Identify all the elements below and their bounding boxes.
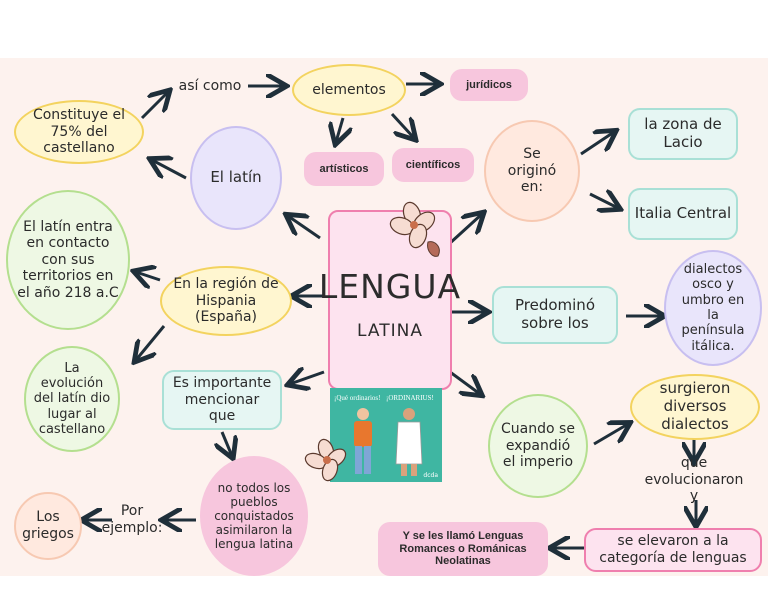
node-zona-lacio: la zona de Lacio [628,108,738,160]
comic-illustration: ¡Qué ordinarios! ¡ORDINARIUS! dcda [330,388,442,482]
node-constituye: Constituye el 75% del castellano [14,100,144,164]
node-italia-central: Italia Central [628,188,738,240]
node-artisticos: artísticos [304,152,384,186]
arrow [136,272,161,280]
node-predomino: Predominó sobre los [492,286,618,344]
node-no-todos: no todos los pueblos conquistados asimil… [200,456,308,576]
node-dialectos-osco: dialectos osco y umbro en la península i… [664,250,762,366]
arrow [593,424,628,446]
arrow [140,92,168,120]
node-que-evolucionaron: que evolucionaron y [644,455,744,505]
arrow [152,160,187,180]
arrow [222,431,232,456]
central-title: LENGUA [318,267,462,306]
arrow [390,112,414,138]
speech-right: ¡ORDINARIUS! [386,394,434,402]
figure-left-icon [354,408,372,474]
arrow [290,372,325,384]
arrow [447,214,482,246]
speech-left: ¡Qué ordinarios! [334,394,381,402]
arrow [449,370,480,394]
arrow [589,194,618,208]
node-lenguas-romances: Y se les llamó Lenguas Romances o Románi… [378,522,548,576]
node-se-elevaron: se elevaron a la categoría de lenguas [584,528,762,572]
node-elementos: elementos [292,64,406,116]
node-cientificos: científicos [392,148,474,182]
node-cuando-expandio: Cuando se expandió el imperio [488,394,588,498]
node-asi-como: así como [178,77,242,94]
arrow [580,132,614,156]
arrow [336,117,343,142]
node-surgieron: surgieron diversos dialectos [630,374,760,440]
node-contacto: El latín entra en contacto con sus terri… [6,190,130,330]
central-node: LENGUA LATINA [319,210,460,390]
node-evolucion: La evolución del latín dio lugar al cast… [24,346,120,452]
arrow [288,216,321,240]
comic-signature: dcda [423,472,438,479]
flower-illustration [304,438,347,482]
node-los-griegos: Los griegos [14,492,82,560]
figure-right-icon [395,408,423,476]
arrow [136,325,166,360]
central-subtitle: LATINA [357,320,423,341]
node-por-ejemplo: Por ejemplo: [101,503,163,536]
node-el-latin: El latín [190,126,282,230]
node-importante: Es importante mencionar que [162,370,282,430]
flower-illustration [389,201,440,257]
node-juridicos: jurídicos [450,69,528,101]
node-hispania: En la región de Hispania (España) [160,266,292,336]
node-se-origino: Se originó en: [484,120,580,222]
